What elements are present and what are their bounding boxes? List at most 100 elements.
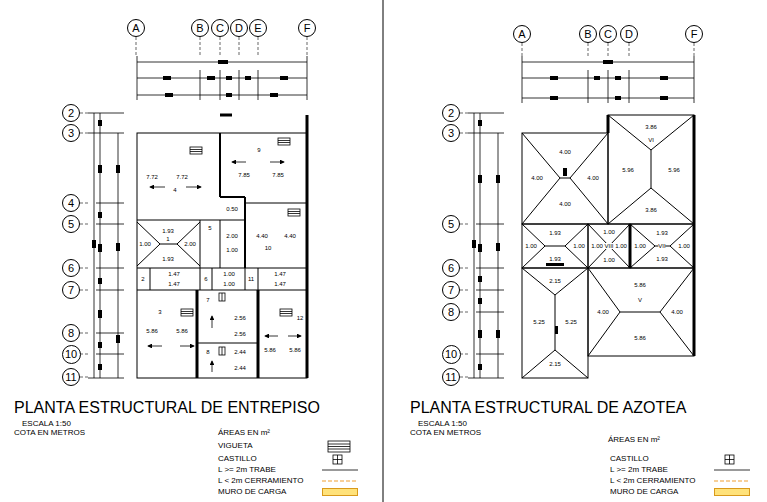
- legend-text: VIGUETA: [218, 442, 253, 450]
- area-label: 5.96: [622, 167, 634, 173]
- span-arrow: [150, 187, 165, 188]
- grid-bubble: 11: [62, 368, 80, 386]
- grid-bubble: 11: [442, 368, 460, 386]
- vigueta-symbol: [190, 149, 202, 150]
- area-label: 1.00: [223, 271, 235, 277]
- legend-sample: [725, 455, 734, 464]
- grid-bubble: A: [513, 25, 531, 43]
- dimension-mark: [98, 120, 102, 126]
- area-label: 6: [204, 276, 207, 282]
- grid-bubble: 10: [442, 345, 461, 364]
- area-label: 1.93: [549, 256, 561, 262]
- grid-line: [80, 224, 88, 225]
- grid-bubble: 7: [62, 281, 80, 299]
- dimension-line: [239, 70, 240, 100]
- grid-line: [80, 133, 88, 134]
- legend-sample: [333, 455, 342, 464]
- vigueta-symbol: [288, 209, 300, 216]
- grid-line: [258, 37, 259, 56]
- dimension-mark: [496, 243, 500, 251]
- area-label: VIII: [604, 243, 613, 249]
- grid-line: [80, 37, 694, 377]
- dimension-line: [137, 56, 138, 100]
- grid-bubble: 3: [442, 124, 460, 142]
- area-label: 1.00: [615, 243, 627, 249]
- area-label: 11: [248, 276, 254, 282]
- legend-sample: [322, 480, 358, 481]
- castillo-symbol: [219, 293, 225, 355]
- area-label: 12: [297, 315, 304, 321]
- roof-plan: [522, 246, 545, 268]
- area-label: 4.00: [531, 175, 543, 181]
- dimension-line: [476, 224, 504, 225]
- area-label: 1.00: [603, 229, 615, 235]
- note-text: COTA EN METROS: [14, 429, 85, 437]
- legend-sample: [333, 459, 342, 460]
- area-label: 1.00: [634, 243, 646, 249]
- dimension-line: [476, 290, 504, 291]
- dimension-mark: [92, 240, 96, 248]
- area-label: 1.00: [139, 241, 151, 247]
- grid-label: 5: [68, 219, 74, 230]
- grid-line: [522, 43, 523, 56]
- area-label: 4.00: [559, 149, 571, 155]
- area-label: 1.00: [525, 243, 537, 249]
- castillo-symbol: [222, 347, 223, 355]
- grid-bubble: 2: [442, 104, 460, 122]
- dimension-mark: [98, 212, 102, 218]
- roof-plan: [555, 295, 556, 350]
- floor-plan: [257, 290, 260, 378]
- drawing-title: PLANTA ESTRUCTURAL DE AZOTEA: [410, 400, 687, 416]
- area-label: 1.00: [573, 243, 585, 249]
- floor-plan: [160, 244, 177, 245]
- area-label: 1.93: [656, 230, 668, 236]
- area-label: 4.00: [587, 175, 599, 181]
- grid-line: [239, 37, 240, 56]
- note-text: ESCALA 1:50: [418, 420, 467, 428]
- grid-label: E: [254, 23, 261, 34]
- area-label: 5.25: [565, 319, 577, 325]
- area-label: 5.86: [176, 328, 188, 334]
- dimension-line: [522, 56, 523, 103]
- grid-line: [460, 290, 468, 291]
- dimension-line: [88, 56, 694, 378]
- area-label: 1.93: [162, 256, 174, 262]
- grid-label: 6: [68, 263, 74, 274]
- area-label: 3.86: [645, 207, 657, 213]
- area-label: 1: [166, 236, 169, 242]
- grid-bubble: 7: [442, 281, 460, 299]
- roof-plan: [630, 224, 694, 268]
- dimension-mark: [478, 276, 482, 282]
- legend-text: L >= 2m TRABE: [610, 466, 668, 474]
- sheet-divider: [383, 0, 384, 502]
- vigueta-symbol: [288, 213, 300, 214]
- area-label: 2.00: [184, 241, 196, 247]
- dimension-line: [468, 378, 504, 379]
- dimension-line: [258, 70, 259, 100]
- span-arrow: [212, 316, 213, 328]
- vigueta-symbol: [280, 313, 292, 314]
- roof-plan: [651, 115, 694, 150]
- grid-bubble: 4: [62, 194, 80, 212]
- dimension-mark: [594, 76, 600, 80]
- roof-plan: [570, 133, 608, 178]
- grid-label: 11: [65, 372, 76, 383]
- grid-label: 2: [68, 108, 74, 119]
- area-label: 5.86: [634, 282, 646, 288]
- grid-label: 10: [445, 349, 457, 360]
- grid-line: [80, 268, 88, 269]
- roof-plan: [588, 224, 630, 268]
- castillo-symbol: [555, 326, 558, 334]
- roof-plan: [620, 312, 660, 313]
- roof-plan: [630, 246, 655, 268]
- area-label: 1.93: [549, 230, 561, 236]
- castillo-symbol: [563, 168, 567, 176]
- roof-plan: [660, 268, 694, 312]
- grid-bubble: D: [620, 25, 638, 43]
- area-label: 7: [206, 297, 209, 303]
- vigueta-symbol: [278, 140, 290, 141]
- grid-label: 6: [448, 263, 454, 274]
- dimension-line: [476, 268, 504, 269]
- vigueta-symbol: [181, 138, 300, 316]
